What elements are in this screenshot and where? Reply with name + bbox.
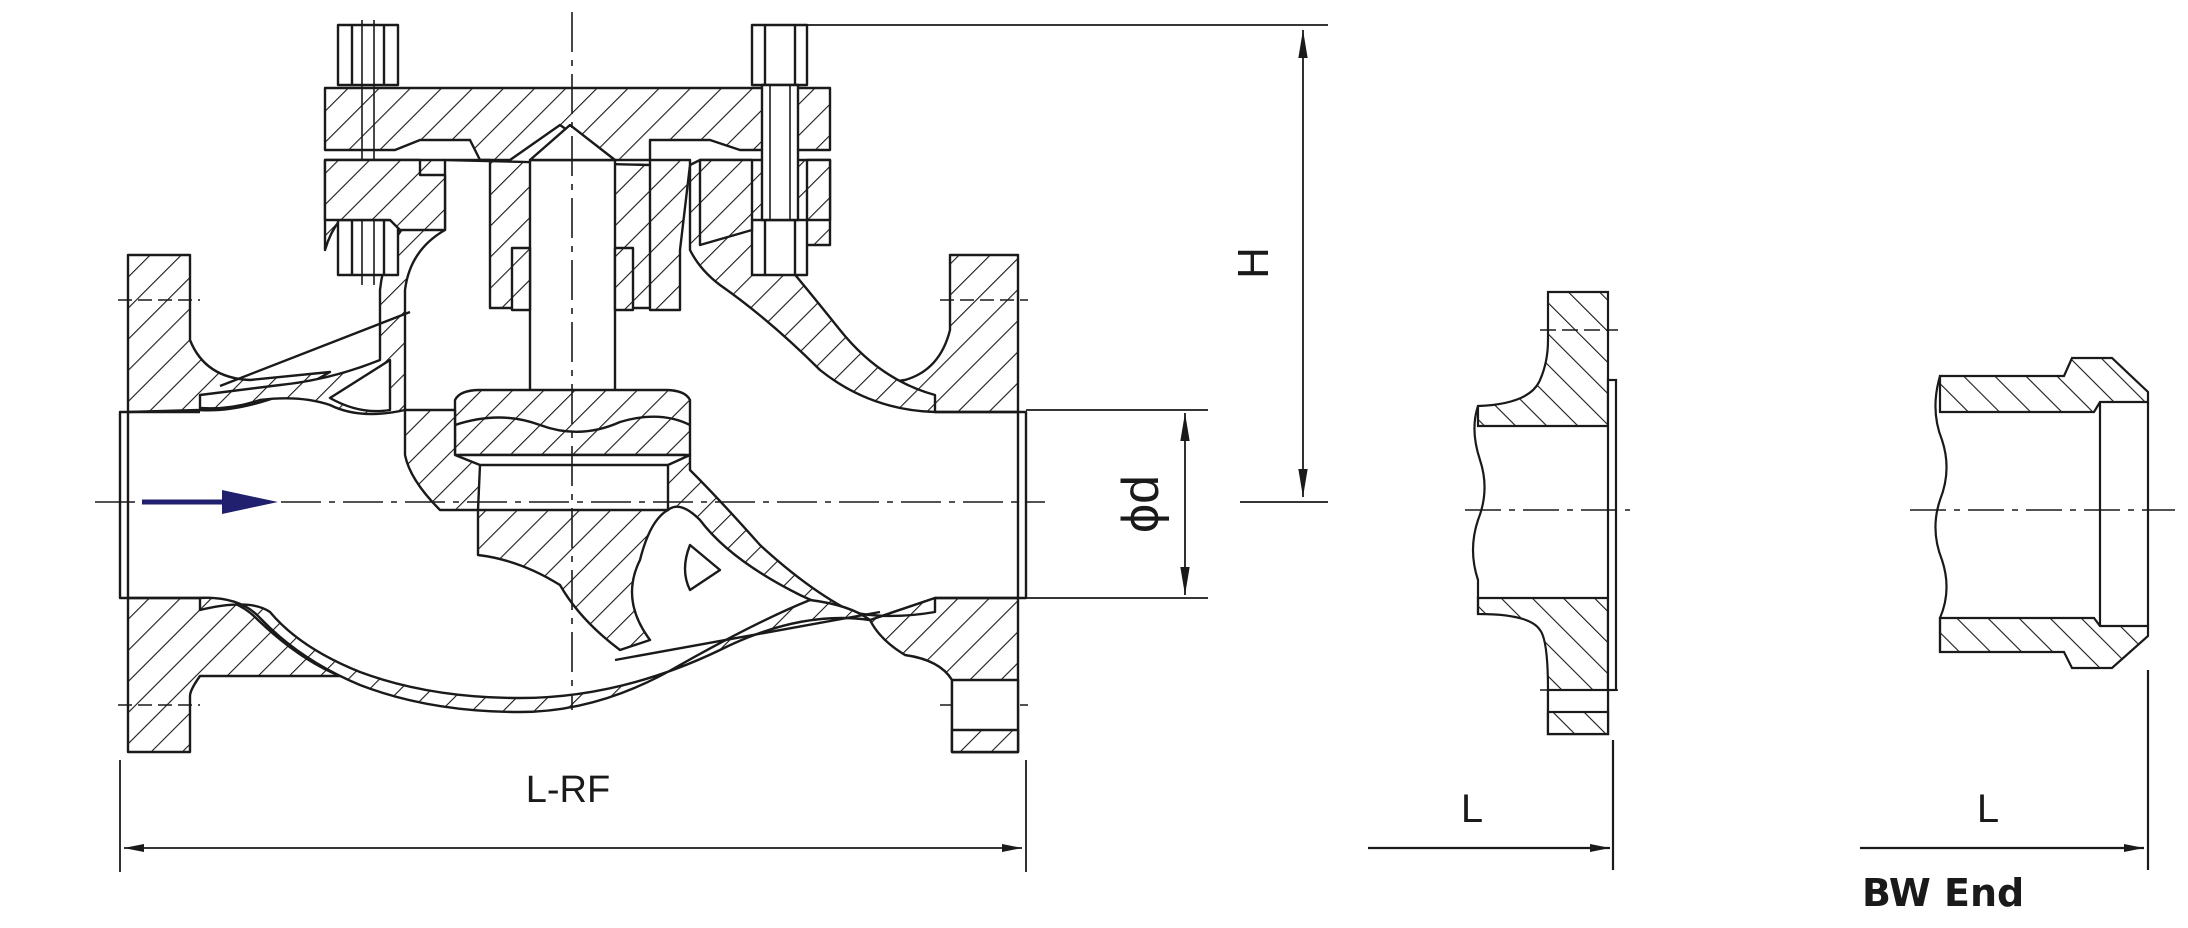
seat-right xyxy=(666,453,937,622)
flange-end-upper xyxy=(1476,290,1610,428)
dimension-lines xyxy=(119,24,1328,872)
disc-wavy-line xyxy=(454,415,691,433)
right-stud-bolt xyxy=(750,23,809,277)
flow-direction-arrow xyxy=(142,490,278,514)
bw-end-lower xyxy=(1938,616,2150,670)
rib-upper-left xyxy=(328,358,392,413)
rib-line-left xyxy=(219,310,411,388)
flange-end-length-label: L xyxy=(1461,787,1483,831)
right-flange-plate xyxy=(805,158,832,222)
body-lower xyxy=(198,596,872,714)
height-label: H xyxy=(1229,247,1278,279)
seat-left xyxy=(403,408,482,512)
left-raised-face xyxy=(118,410,130,600)
check-valve-section xyxy=(95,12,1045,754)
right-bolt-hole-hatch xyxy=(950,728,1020,754)
left-stud-bolt xyxy=(336,20,400,285)
stem-bush-left xyxy=(510,246,532,312)
rib-lower-right xyxy=(683,543,722,592)
bw-end-detail xyxy=(1860,356,2175,870)
left-flange-bottom xyxy=(126,596,342,754)
stem-bush-right xyxy=(613,246,635,312)
bw-end-upper xyxy=(1938,356,2150,414)
bw-end-length-label: L xyxy=(1977,787,1999,831)
body-neck-flange xyxy=(323,158,447,232)
flange-end-break-line xyxy=(1471,405,1486,614)
length-rf-label: L-RF xyxy=(526,769,610,811)
right-raised-face xyxy=(1016,410,1028,600)
flange-end-detail xyxy=(1368,290,1630,870)
flange-end-raised-face xyxy=(1606,378,1618,692)
rib-line-right xyxy=(614,610,881,662)
body-lower-inner xyxy=(476,508,670,652)
body-neck-flange-right xyxy=(698,158,754,247)
bore-label: ϕd xyxy=(1112,475,1170,533)
bw-end-break-line xyxy=(1934,375,1948,652)
bw-end-title: BW End xyxy=(1862,871,2024,915)
